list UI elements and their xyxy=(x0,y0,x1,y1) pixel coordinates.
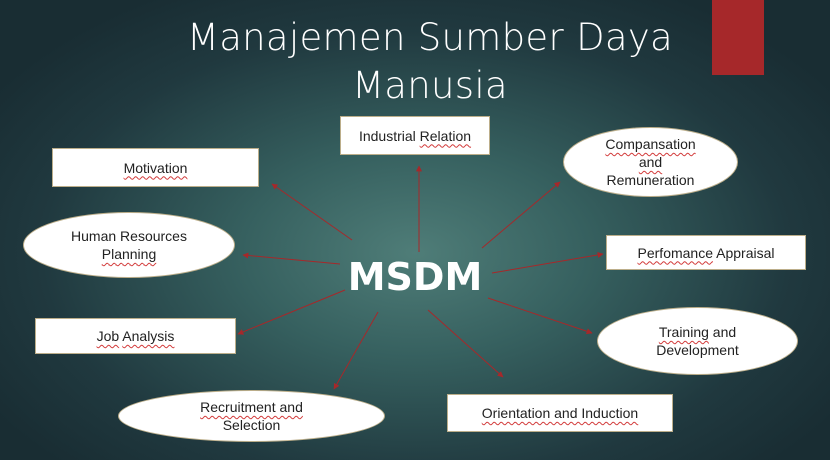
node-text-underlined: Analysis xyxy=(122,328,175,344)
node-job-analysis: Job Analysis xyxy=(35,318,236,354)
slide-title-line-2: Manusia xyxy=(352,64,508,107)
node-text: Human Resources xyxy=(71,228,187,244)
node-text: and xyxy=(708,324,737,340)
corner-accent-tab xyxy=(712,0,764,75)
node-orientation-induction: Orientation and Induction xyxy=(447,394,673,432)
node-text-underlined: Motivation xyxy=(123,159,188,176)
arrow-to-training xyxy=(487,297,593,335)
arrow-to-compensation xyxy=(481,181,561,249)
arrow-to-orientation xyxy=(427,309,504,378)
arrow-to-hr-planning xyxy=(242,252,341,265)
node-performance-appraisal: Perfomance Appraisal xyxy=(606,235,806,270)
node-motivation: Motivation xyxy=(52,148,259,187)
arrow-to-performance-appraisal xyxy=(491,251,604,274)
arrow-to-motivation xyxy=(271,183,353,241)
arrow-to-recruitment xyxy=(333,311,379,390)
center-node-msdm: MSDM xyxy=(347,255,483,299)
node-industrial-relation: Industrial Relation xyxy=(340,116,490,155)
node-recruitment-selection: Recruitment and Selection xyxy=(118,390,385,442)
node-text: Development xyxy=(656,342,739,358)
node-training-development: Training and Development xyxy=(597,307,798,375)
node-text-underlined: Training xyxy=(658,324,709,340)
node-text-underlined: Recruitment and xyxy=(200,399,303,415)
node-text: Industrial xyxy=(358,127,420,144)
node-text-underlined: Planning xyxy=(101,246,157,262)
node-text-underlined: and xyxy=(638,154,663,170)
node-text-underlined: Perfomance xyxy=(637,244,713,261)
node-text: Appraisal xyxy=(713,244,775,261)
slide-title: Manajemen Sumber Daya Manusia xyxy=(110,14,750,110)
node-text-underlined: Compansation xyxy=(605,136,696,152)
node-text: Remuneration xyxy=(606,172,695,188)
node-hr-planning: Human Resources Planning xyxy=(23,212,235,278)
node-text-underlined: Orientation and Induction xyxy=(481,405,639,421)
node-text-underlined: Job xyxy=(96,328,120,344)
node-text-underlined: Relation xyxy=(419,127,472,144)
node-text: Selection xyxy=(222,417,281,433)
node-compensation: Compansation and Remuneration xyxy=(563,127,738,197)
slide-title-line-1: Manajemen Sumber Daya xyxy=(186,16,674,59)
arrow-to-job-analysis xyxy=(237,289,346,335)
